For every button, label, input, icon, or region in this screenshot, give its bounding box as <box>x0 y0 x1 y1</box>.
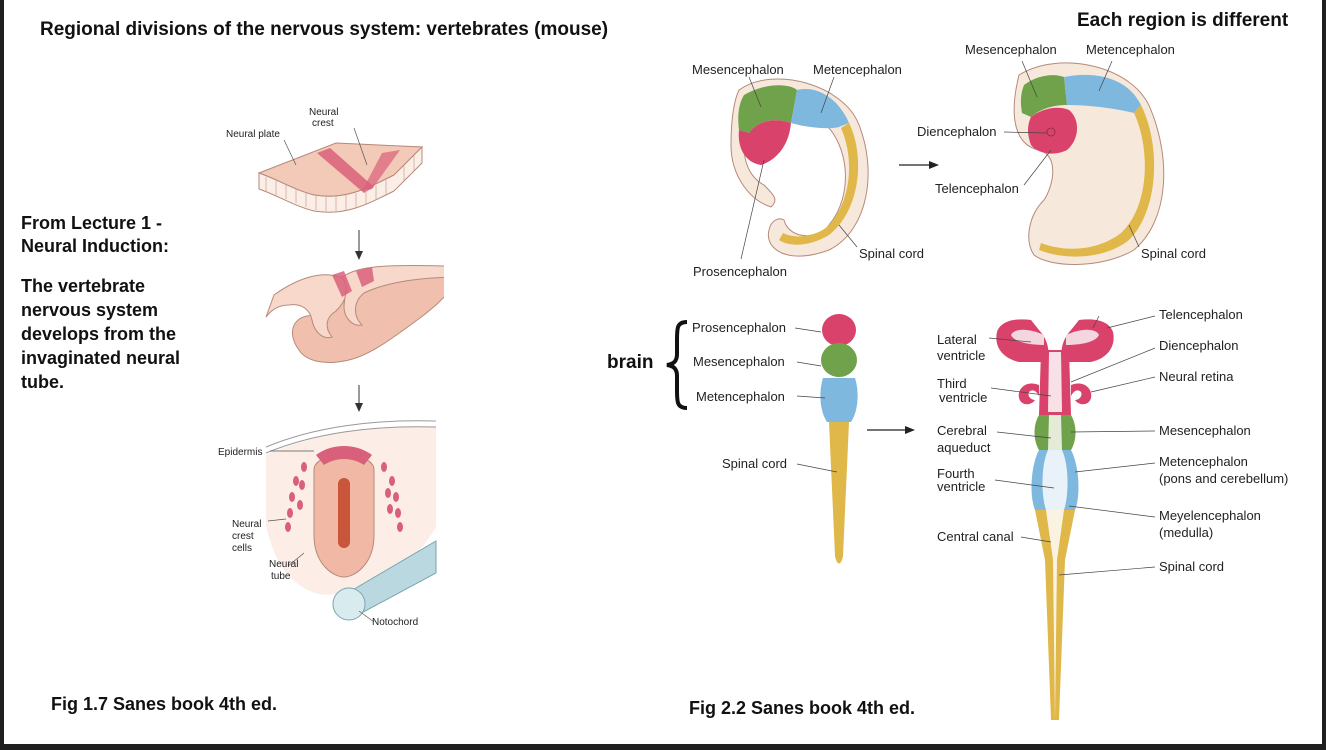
embryo-early <box>730 78 869 257</box>
arrow-right-head <box>905 426 915 434</box>
metencephalon-region <box>791 89 849 129</box>
third-ventricle <box>1048 352 1062 412</box>
neural-tube-lumen <box>338 478 350 548</box>
left-heading-line2: Neural Induction: <box>21 236 169 256</box>
label-neural-plate: Neural plate <box>226 129 280 140</box>
arrow-down-head <box>355 251 363 260</box>
label-myelencephalon-1: Meyelencephalon <box>1159 508 1261 523</box>
label-epidermis: Epidermis <box>218 447 262 458</box>
label-metencephalon-tube: Metencephalon <box>696 389 785 404</box>
embryo-figure: Mesencephalon Metencephalon Prosencephal… <box>692 42 1206 279</box>
detailed-neural-tube <box>996 319 1114 720</box>
simple-neural-tube <box>820 314 858 564</box>
metencephalon-region <box>820 378 858 422</box>
neural-crest-band <box>362 150 400 191</box>
central-canal <box>1046 510 1064 720</box>
label-third-ventricle-2: ventricle <box>939 390 987 405</box>
brain-label: brain <box>607 352 653 373</box>
label-fourth-ventricle-2: ventricle <box>937 479 985 494</box>
label-metencephalon-left: Metencephalon <box>813 62 902 77</box>
label-spinal-cord-right: Spinal cord <box>1141 246 1206 261</box>
label-spinal-cord: Spinal cord <box>1159 559 1224 574</box>
neural-retina-right <box>1071 383 1092 405</box>
label-fourth-ventricle-1: Fourth <box>937 466 975 481</box>
fourth-ventricle <box>1042 450 1068 510</box>
label-prosencephalon-tube: Prosencephalon <box>692 320 786 335</box>
label-neural-crest-cells-3: cells <box>232 543 252 554</box>
neural-tube-diagram <box>265 420 437 621</box>
label-spinal-cord-left: Spinal cord <box>859 246 924 261</box>
spinal-cord-region <box>829 422 849 564</box>
label-diencephalon-right: Diencephalon <box>917 124 997 139</box>
label-diencephalon: Diencephalon <box>1159 338 1239 353</box>
label-metencephalon-2: (pons and cerebellum) <box>1159 471 1288 486</box>
diencephalon-region <box>1028 107 1078 154</box>
label-spinal-cord-tube: Spinal cord <box>722 456 787 471</box>
label-neural-crest-cells-2: crest <box>232 531 254 542</box>
label-metencephalon-right: Metencephalon <box>1086 42 1175 57</box>
label-lateral-ventricle-2: ventricle <box>937 348 985 363</box>
neural-plate-diagram <box>257 142 424 213</box>
left-body-line4: invaginated neural <box>21 348 181 368</box>
label-third-ventricle-1: Third <box>937 376 967 391</box>
left-body-line1: The vertebrate <box>21 276 146 296</box>
spinal-cord-region <box>1039 105 1155 257</box>
top-right-heading: Each region is different <box>1077 10 1289 31</box>
label-mesencephalon-left: Mesencephalon <box>692 62 784 77</box>
label-neural-crest-1: Neural <box>309 107 338 118</box>
label-notochord: Notochord <box>372 617 418 628</box>
embryo-late <box>1013 62 1165 265</box>
notochord-end <box>332 587 366 621</box>
mesencephalon-region <box>738 85 797 133</box>
label-neural-crest-cells-1: Neural <box>232 519 261 530</box>
label-metencephalon-1: Metencephalon <box>1159 454 1248 469</box>
label-mesencephalon-right: Mesencephalon <box>965 42 1057 57</box>
left-heading-line1: From Lecture 1 - <box>21 213 163 233</box>
label-neural-crest-2: crest <box>312 118 334 129</box>
label-telencephalon: Telencephalon <box>1159 307 1243 322</box>
neural-retina-left <box>1018 383 1039 405</box>
label-myelencephalon-2: (medulla) <box>1159 525 1213 540</box>
left-body-line5: tube. <box>21 372 64 392</box>
lateral-ventricle <box>1066 329 1099 345</box>
label-lateral-ventricle-1: Lateral <box>937 332 977 347</box>
spinal-cord-region <box>779 123 859 245</box>
prosencephalon-region <box>822 314 856 346</box>
metencephalon-region <box>1064 74 1141 113</box>
neural-fold-diagram <box>265 264 444 364</box>
caption-left: Fig 1.7 Sanes book 4th ed. <box>51 694 278 714</box>
arrow-right-head <box>929 161 939 169</box>
label-central-canal: Central canal <box>937 529 1014 544</box>
label-cerebral-aqueduct-1: Cerebral <box>937 423 987 438</box>
label-neural-retina: Neural retina <box>1159 369 1234 384</box>
brain-brace <box>666 320 688 410</box>
caption-right: Fig 2.2 Sanes book 4th ed. <box>689 698 916 718</box>
slide-title: Regional divisions of the nervous system… <box>40 19 609 40</box>
mesencephalon-region <box>821 343 857 377</box>
arrow-down-head <box>355 403 363 412</box>
label-prosencephalon-left: Prosencephalon <box>693 264 787 279</box>
neural-induction-figure: Neural crest Neural plate Epidermis Neur… <box>218 107 444 628</box>
neural-tube-regions-figure: brain <box>607 307 1288 720</box>
label-telencephalon-right: Telencephalon <box>935 181 1019 196</box>
prosencephalon-region <box>738 120 791 165</box>
neural-crest-band <box>317 148 374 193</box>
label-cerebral-aqueduct-2: aqueduct <box>937 440 991 455</box>
slide: Regional divisions of the nervous system… <box>4 0 1322 744</box>
label-mesencephalon: Mesencephalon <box>1159 423 1251 438</box>
cerebral-aqueduct <box>1048 415 1062 450</box>
left-body-line2: nervous system <box>21 300 159 320</box>
label-mesencephalon-tube: Mesencephalon <box>693 354 785 369</box>
left-body-line3: develops from the <box>21 324 177 344</box>
label-neural-tube-2: tube <box>271 571 291 582</box>
label-neural-tube-1: Neural <box>269 559 298 570</box>
